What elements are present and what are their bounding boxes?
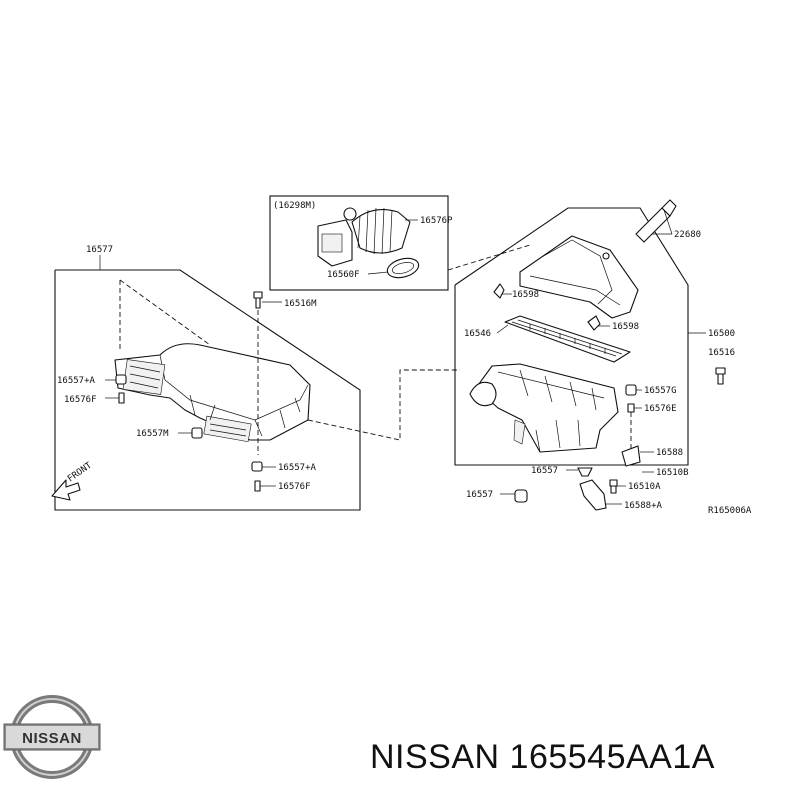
lower-housing [469, 363, 619, 453]
grommet-16557-center [566, 467, 593, 477]
label-16557-center: 16557 [531, 466, 558, 476]
label-16598-upper: 16598 [512, 290, 539, 300]
front-arrow-icon [51, 479, 81, 501]
reference-code: R165006A [708, 506, 752, 516]
label-16560F: 16560F [327, 270, 360, 280]
label-16577: 16577 [86, 245, 113, 255]
label-16588A: 16588+A [624, 501, 663, 511]
label-22680: 22680 [674, 230, 701, 240]
logo-text: NISSAN [22, 730, 82, 747]
grommet-16557A-lower [251, 461, 276, 472]
pin-16576F-upper [105, 392, 125, 404]
label-16516: 16516 [708, 348, 735, 358]
label-16576F-upper: 16576F [64, 395, 97, 405]
air-duct-16576P [351, 207, 418, 255]
label-16298M: (16298M) [273, 201, 316, 211]
grommet-16557A-upper [105, 374, 127, 385]
label-16557A-upper: 16557+A [57, 376, 96, 386]
clip-16557M [178, 427, 203, 439]
bolt-16516 [715, 367, 726, 385]
label-16557A-lower: 16557+A [278, 463, 317, 473]
label-16588: 16588 [656, 448, 683, 458]
bracket-16588 [621, 445, 654, 467]
clamp-16560F [367, 257, 420, 279]
right-group-frame [454, 207, 706, 466]
air-cleaner-cover-16577 [114, 343, 311, 443]
label-16510A: 16510A [628, 482, 661, 492]
label-16557-lower: 16557 [466, 490, 493, 500]
label-16576P: 16576P [420, 216, 453, 226]
label-16546: 16546 [464, 329, 491, 339]
left-dashed-leaders [119, 279, 460, 455]
pin-16576E [627, 403, 642, 413]
clip-16598-lower [587, 315, 610, 331]
mass-air-flow-sensor-16298M [317, 207, 357, 267]
upper-housing [519, 235, 639, 319]
label-16500: 16500 [708, 329, 735, 339]
sensor-22680 [635, 199, 677, 243]
bolt-16510A [609, 479, 626, 494]
nissan-logo-icon: NISSAN [3, 695, 101, 779]
label-16557G: 16557G [644, 386, 677, 396]
inset-to-box-leader [447, 244, 531, 271]
clip-16598-upper [493, 283, 512, 299]
bracket-16588A [579, 479, 622, 511]
top-inset-frame [269, 195, 449, 291]
part-number-caption: NISSAN 165545AA1A [370, 738, 715, 776]
label-16598-lower: 16598 [612, 322, 639, 332]
label-front: FRONT [66, 460, 94, 484]
label-16576F-lower: 16576F [278, 482, 311, 492]
label-16510B: 16510B [656, 468, 689, 478]
label-16557M: 16557M [136, 429, 169, 439]
left-group-frame [54, 255, 361, 511]
bolt-16516M [253, 291, 282, 309]
label-16516M: 16516M [284, 299, 317, 309]
air-filter-16546 [496, 315, 631, 363]
grommet-16557G [625, 384, 642, 396]
grommet-16557-lower [500, 489, 528, 503]
label-16576E: 16576E [644, 404, 677, 414]
pin-16576F-lower [254, 480, 276, 492]
